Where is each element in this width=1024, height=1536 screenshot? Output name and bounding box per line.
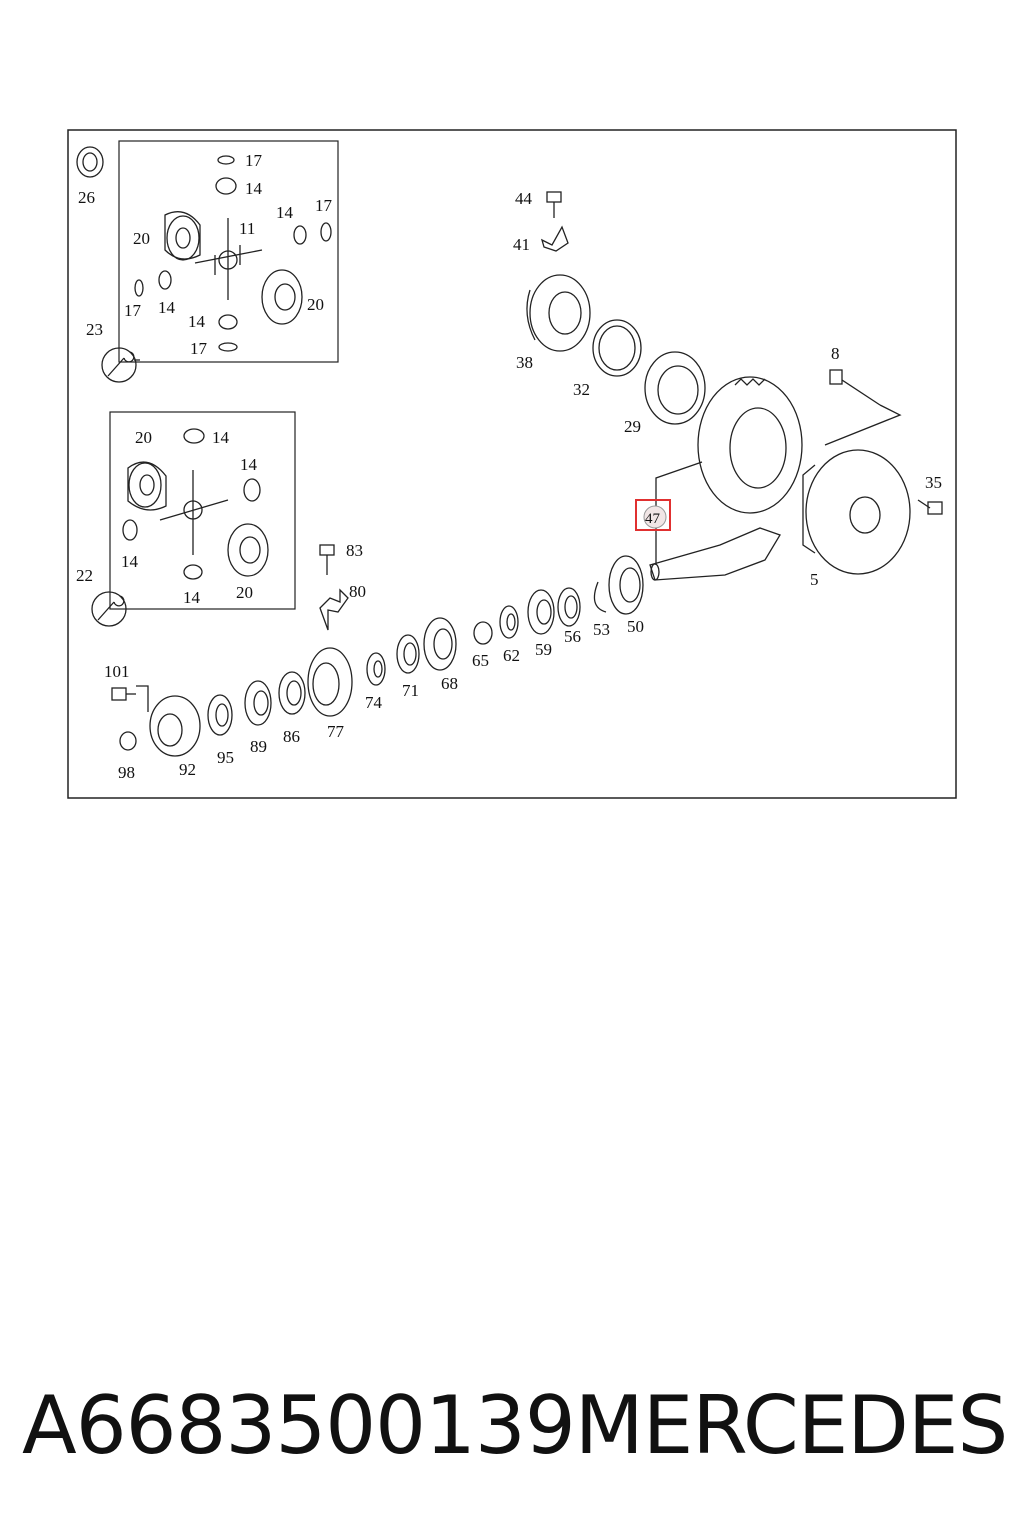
label-14: 14	[121, 552, 139, 571]
label-101: 101	[104, 662, 130, 681]
label-74: 74	[365, 693, 383, 712]
label-35: 35	[925, 473, 942, 492]
bolt-83	[319, 544, 335, 575]
label-17: 17	[190, 339, 208, 358]
exploded-parts-diagram: 26 23 22 17 14 14 17 20 11 17 14 14 20 1…	[67, 129, 957, 799]
ring-part-26	[76, 146, 104, 178]
diagram-frame	[67, 129, 957, 799]
inset-box-bottom	[109, 411, 296, 610]
label-41: 41	[513, 235, 530, 254]
label-47: 47	[645, 511, 661, 527]
wrench-icon-22	[91, 591, 127, 627]
label-71: 71	[402, 681, 419, 700]
label-22: 22	[76, 566, 93, 585]
label-68: 68	[441, 674, 458, 693]
leader-line-47	[655, 461, 703, 565]
label-20: 20	[236, 583, 253, 602]
label-86: 86	[283, 727, 300, 746]
label-38: 38	[516, 353, 533, 372]
label-14: 14	[245, 179, 263, 198]
label-20: 20	[135, 428, 152, 447]
label-14: 14	[240, 455, 258, 474]
label-89: 89	[250, 737, 267, 756]
label-59: 59	[535, 640, 552, 659]
label-29: 29	[624, 417, 641, 436]
ring-32	[592, 319, 642, 377]
label-20: 20	[133, 229, 150, 248]
label-32: 32	[573, 380, 590, 399]
label-11: 11	[239, 219, 255, 238]
bearing-29	[644, 351, 706, 425]
label-62: 62	[503, 646, 520, 665]
label-17: 17	[245, 151, 263, 170]
bracket-line-8	[824, 404, 902, 446]
label-65: 65	[472, 651, 489, 670]
label-50: 50	[627, 617, 644, 636]
label-95: 95	[217, 748, 234, 767]
ring-row-lower	[111, 617, 457, 757]
inset-box-top	[118, 140, 339, 363]
label-44: 44	[515, 189, 533, 208]
label-23: 23	[86, 320, 103, 339]
differential-set-top	[134, 155, 332, 352]
label-77: 77	[327, 722, 345, 741]
wrench-icon-23	[101, 347, 137, 383]
label-17: 17	[124, 301, 142, 320]
bolt-44	[546, 191, 562, 218]
highlight-box-47	[635, 499, 671, 531]
label-14: 14	[188, 312, 206, 331]
label-92: 92	[179, 760, 196, 779]
label-8: 8	[831, 344, 840, 363]
housing-38	[526, 274, 591, 352]
ring-gear	[697, 376, 803, 514]
bolt-35	[917, 499, 943, 515]
caption: A6683500139 MERCEDES	[0, 1370, 1024, 1480]
bolt-8	[829, 369, 881, 406]
label-5: 5	[810, 570, 819, 589]
label-80: 80	[349, 582, 366, 601]
label-14: 14	[276, 203, 294, 222]
pinion-shaft	[649, 527, 781, 581]
flange-5	[802, 449, 911, 575]
differential-set-bottom	[122, 428, 269, 580]
bracket-41	[540, 225, 569, 252]
brand-name: MERCEDES	[574, 1378, 1009, 1472]
part-number: A6683500139	[22, 1378, 576, 1472]
label-20: 20	[307, 295, 324, 314]
label-56: 56	[564, 627, 581, 646]
label-17: 17	[315, 196, 333, 215]
label-53: 53	[593, 620, 610, 639]
bracket-80	[319, 588, 349, 631]
part-47-marker	[643, 505, 667, 529]
label-83: 83	[346, 541, 363, 560]
label-14: 14	[212, 428, 230, 447]
label-14: 14	[158, 298, 176, 317]
label-26: 26	[78, 188, 95, 207]
ring-row-upper	[473, 555, 644, 645]
label-98: 98	[118, 763, 135, 782]
label-14: 14	[183, 588, 201, 607]
